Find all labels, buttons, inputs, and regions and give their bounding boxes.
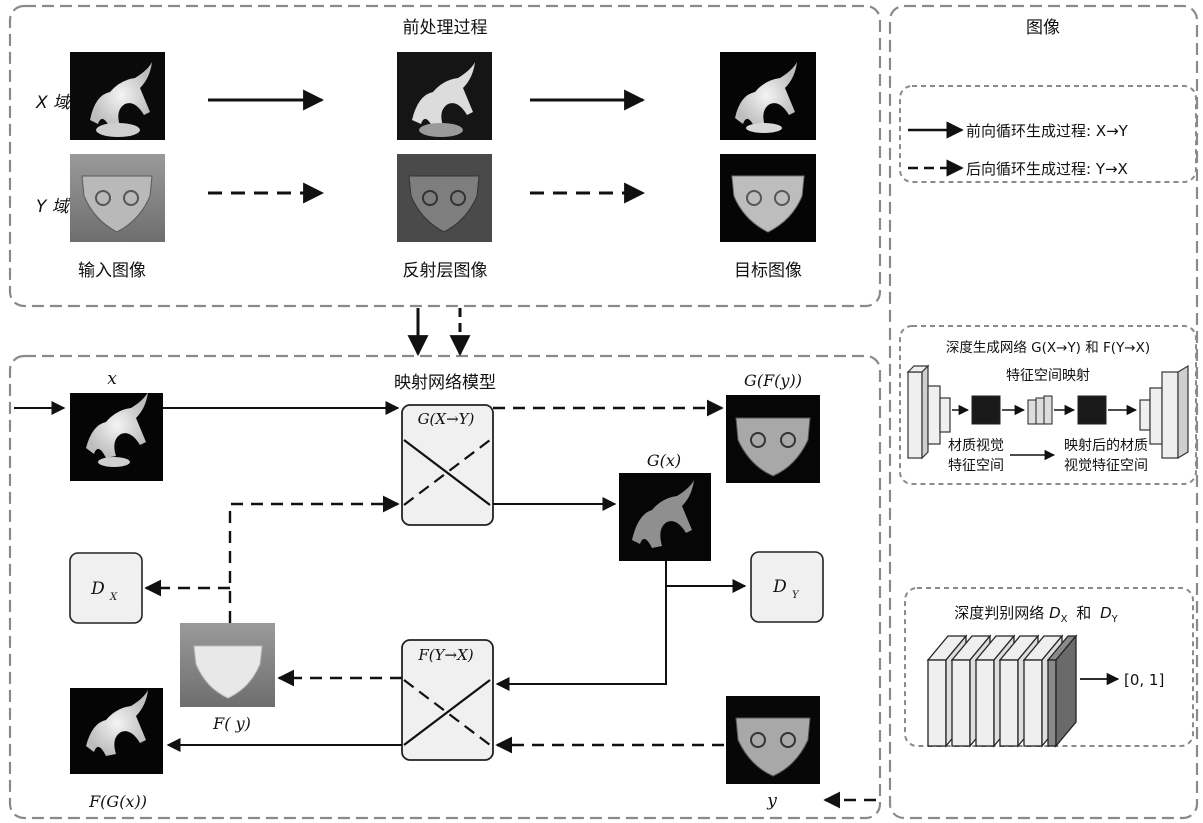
decoder-blocks <box>1139 364 1189 460</box>
label-gfy: G(F(y)) <box>744 371 802 390</box>
image-x <box>70 392 163 481</box>
feature-cubes <box>971 395 1107 425</box>
image-fy <box>180 623 275 707</box>
forward-flow <box>14 401 747 752</box>
row-x-label: X 域 <box>35 93 73 113</box>
image-gx <box>619 473 711 561</box>
f-mapping-box: F(Y→X) <box>401 639 494 761</box>
label-fgx: F(G(x)) <box>88 792 147 811</box>
image-y <box>726 696 820 784</box>
mapping-panel <box>8 354 882 820</box>
svg-text:D: D <box>772 577 787 597</box>
mapping-title: 映射网络模型 <box>394 373 496 393</box>
dx-box: D X <box>69 552 143 624</box>
preprocess-panel <box>8 4 882 308</box>
discriminator-title: 深度判别网络 DX 和 DY <box>954 604 1118 626</box>
material-space-line1: 材质视觉 <box>948 438 1004 454</box>
svg-text:G(X→Y): G(X→Y) <box>418 410 475 428</box>
row-y-label: Y 域 <box>36 197 72 217</box>
encoder-blocks <box>906 364 951 460</box>
label-x: x <box>107 369 117 389</box>
mapped-space-line1: 映射后的材质 <box>1064 438 1148 454</box>
mask-input-image <box>70 154 165 242</box>
generator-title: 深度生成网络 G(X→Y) 和 F(Y→X) <box>946 340 1150 356</box>
mask-target-image <box>720 154 816 242</box>
discriminator-output: [0, 1] <box>1124 671 1164 689</box>
dy-box: D Y <box>750 551 824 623</box>
discriminator-layers <box>926 634 1078 748</box>
col-reflect-label: 反射层图像 <box>403 261 488 281</box>
backward-flow <box>144 399 876 809</box>
image-fgx <box>70 688 163 774</box>
svg-text:F(Y→X): F(Y→X) <box>417 646 473 664</box>
horse-input-image <box>70 52 165 140</box>
legend-backward-text: 后向循环生成过程: Y→X <box>966 160 1128 178</box>
label-fy: F( y) <box>212 714 251 733</box>
generator-flow-arrows <box>952 404 1138 461</box>
col-target-label: 目标图像 <box>734 261 802 281</box>
g-mapping-box: G(X→Y) <box>401 404 494 526</box>
generator-feature-map: 特征空间映射 <box>1006 368 1090 384</box>
material-space-line2: 特征空间 <box>948 458 1004 474</box>
legend-box <box>899 85 1197 183</box>
col-input-label: 输入图像 <box>78 261 146 281</box>
legend-forward-text: 前向循环生成过程: X→Y <box>966 122 1129 140</box>
image-gfy <box>726 395 820 483</box>
label-gx: G(x) <box>647 451 681 470</box>
horse-target-image <box>720 52 816 140</box>
svg-text:X: X <box>109 592 118 603</box>
mask-reflect-image <box>397 154 492 242</box>
legend-title: 图像 <box>1026 18 1060 38</box>
svg-text:D: D <box>90 579 105 599</box>
preprocess-title: 前处理过程 <box>403 18 488 38</box>
generator-box <box>899 325 1197 485</box>
horse-reflect-image <box>397 52 492 140</box>
label-y: y <box>766 791 777 811</box>
mapped-space-line2: 视觉特征空间 <box>1064 458 1148 474</box>
svg-text:Y: Y <box>792 590 800 601</box>
